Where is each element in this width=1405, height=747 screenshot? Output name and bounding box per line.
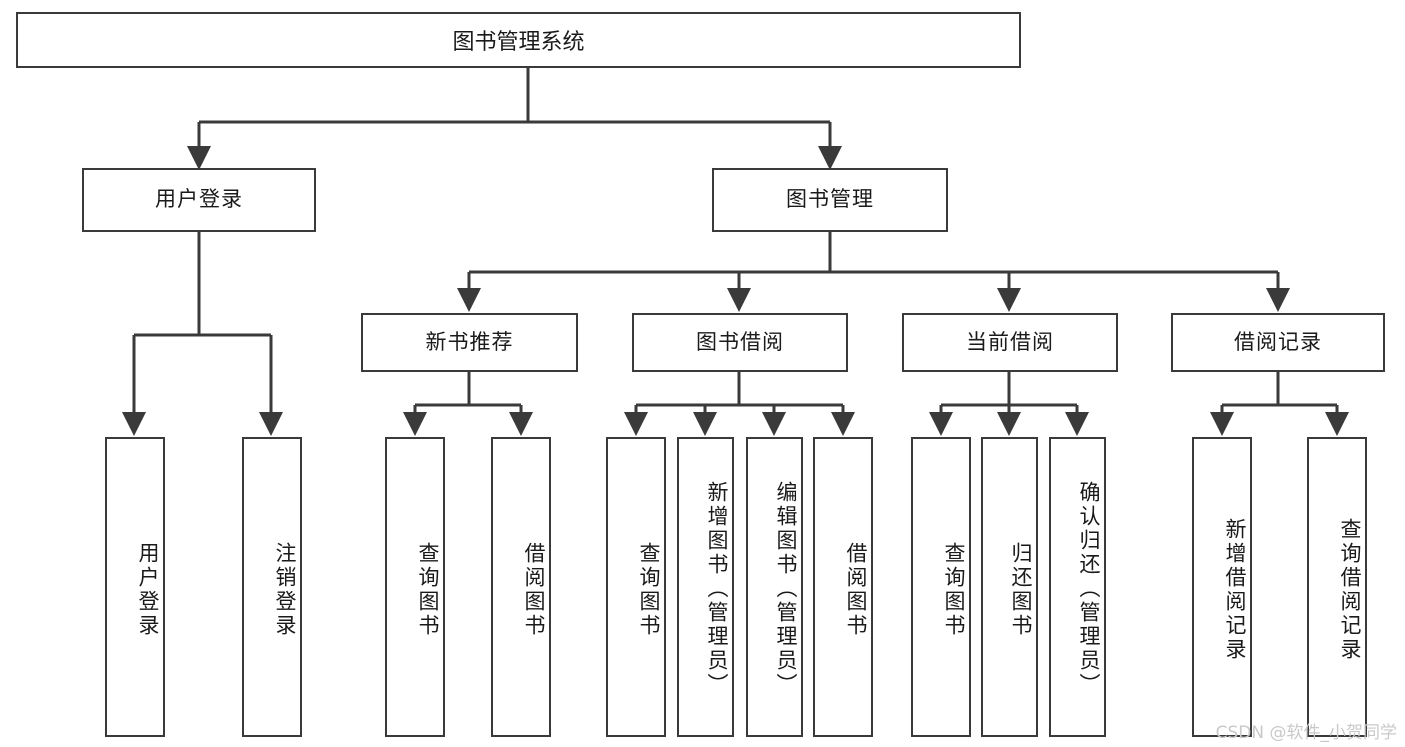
node-root-book-management-system[interactable]: 图书管理系统 [16, 12, 1021, 68]
node-label: 查询借阅记录 [1338, 518, 1362, 662]
node-label: 用户登录 [155, 187, 243, 212]
node-label: 确认归还（管理员） [1077, 481, 1101, 697]
node-leaf-user-login[interactable]: 用户登录 [105, 437, 165, 737]
node-leaf-borrow-book-recommend[interactable]: 借阅图书 [491, 437, 551, 737]
node-borrow-record[interactable]: 借阅记录 [1171, 313, 1385, 372]
node-label: 当前借阅 [966, 329, 1054, 354]
node-label: 编辑图书（管理员） [774, 481, 798, 697]
node-user-login[interactable]: 用户登录 [82, 168, 316, 232]
node-leaf-confirm-return-admin[interactable]: 确认归还（管理员） [1049, 437, 1106, 737]
node-leaf-query-book-current[interactable]: 查询图书 [911, 437, 971, 737]
node-label: 借阅记录 [1234, 329, 1322, 354]
node-label: 图书管理 [786, 187, 874, 212]
node-label: 查询图书 [942, 542, 966, 638]
node-label: 借阅图书 [522, 542, 546, 638]
node-label: 查询图书 [416, 542, 440, 638]
node-new-book-recommend[interactable]: 新书推荐 [361, 313, 578, 372]
node-leaf-query-book-recommend[interactable]: 查询图书 [385, 437, 445, 737]
node-label: 归还图书 [1009, 542, 1033, 638]
node-leaf-return-book[interactable]: 归还图书 [981, 437, 1038, 737]
node-book-management[interactable]: 图书管理 [712, 168, 948, 232]
node-leaf-query-book-borrow[interactable]: 查询图书 [606, 437, 666, 737]
node-leaf-add-book-admin[interactable]: 新增图书（管理员） [677, 437, 734, 737]
node-leaf-edit-book-admin[interactable]: 编辑图书（管理员） [746, 437, 803, 737]
node-current-borrow[interactable]: 当前借阅 [902, 313, 1118, 372]
node-label: 查询图书 [637, 542, 661, 638]
node-label: 新增图书（管理员） [705, 481, 729, 697]
node-label: 新书推荐 [425, 329, 514, 354]
node-label: 图书借阅 [696, 329, 784, 354]
node-book-borrow[interactable]: 图书借阅 [632, 313, 848, 372]
node-leaf-add-borrow-record[interactable]: 新增借阅记录 [1192, 437, 1252, 737]
watermark: CSDN @软件_小贺同学 [1215, 723, 1397, 743]
node-label: 注销登录 [273, 542, 297, 638]
node-label: 借阅图书 [844, 542, 868, 638]
node-leaf-borrow-book[interactable]: 借阅图书 [813, 437, 873, 737]
node-label: 新增借阅记录 [1223, 518, 1247, 662]
node-label: 用户登录 [136, 542, 160, 638]
node-label: 图书管理系统 [452, 30, 585, 55]
node-leaf-logout-login[interactable]: 注销登录 [242, 437, 302, 737]
node-leaf-query-borrow-record[interactable]: 查询借阅记录 [1307, 437, 1367, 737]
